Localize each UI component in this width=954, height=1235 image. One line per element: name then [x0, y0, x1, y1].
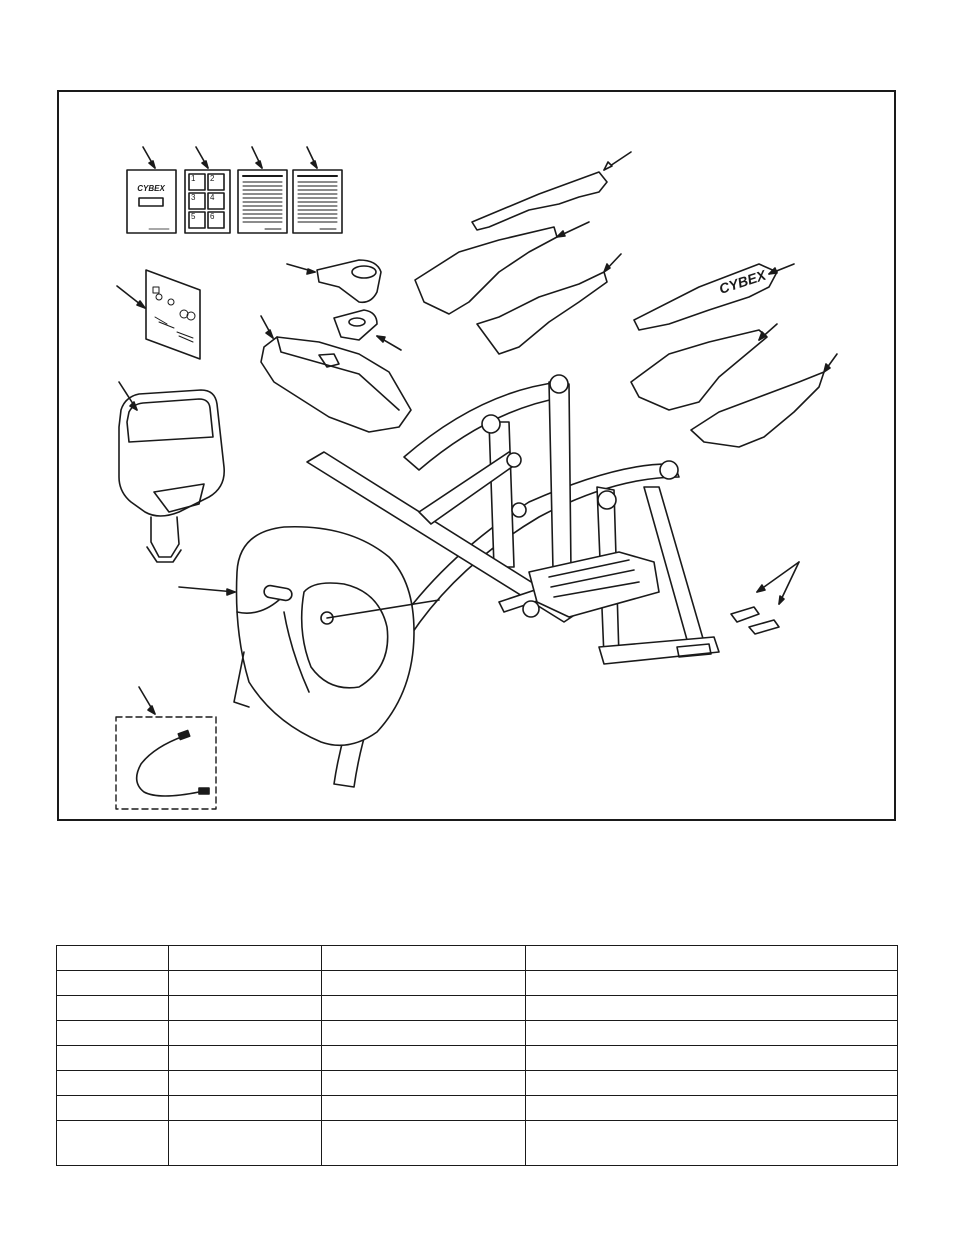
table-cell — [525, 970, 898, 996]
table-cell — [525, 1045, 898, 1071]
manual-card-logo: CYBEX — [126, 146, 177, 234]
card-number-4: 4 — [210, 193, 215, 202]
table-cell — [56, 995, 169, 1021]
table-cell — [168, 1020, 322, 1046]
table-cell — [321, 1020, 526, 1046]
table-cell — [321, 1095, 526, 1121]
card-number-2: 2 — [210, 174, 215, 183]
decal-sheet — [116, 269, 201, 360]
table-cell — [525, 1120, 898, 1166]
table-cell — [168, 995, 322, 1021]
accessory-tray-top — [286, 259, 382, 304]
table-cell — [321, 1120, 526, 1166]
table-cell — [168, 970, 322, 996]
accessory-tray-bottom — [333, 309, 402, 351]
table-row — [56, 1120, 898, 1166]
table-cell — [321, 1070, 526, 1096]
flywheel-housing — [233, 525, 440, 747]
table-cell — [525, 995, 898, 1021]
table-cell — [56, 1070, 169, 1096]
table-row — [56, 1095, 898, 1121]
right-side-cover-rear — [690, 353, 838, 448]
left-side-cover-rear — [476, 253, 622, 355]
table-header-row — [56, 945, 898, 971]
table-row — [56, 970, 898, 996]
table-cell — [525, 1070, 898, 1096]
exploded-parts-figure: CYBEX 1 2 3 4 5 6 — [57, 90, 896, 821]
card-number-1: 1 — [191, 174, 196, 183]
table-header-cell — [56, 945, 169, 971]
table-header-cell — [168, 945, 322, 971]
card-number-5: 5 — [191, 212, 196, 221]
table-row — [56, 1070, 898, 1096]
table-row — [56, 995, 898, 1021]
card-number-6: 6 — [210, 212, 215, 221]
foot-pads — [730, 561, 800, 635]
text-document-card-2 — [292, 146, 343, 234]
power-cord-box — [115, 686, 217, 810]
table-cell — [56, 1045, 169, 1071]
table-cell — [168, 1045, 322, 1071]
table-cell — [56, 1020, 169, 1046]
pedal-platform — [528, 551, 660, 618]
text-document-card-1 — [237, 146, 288, 234]
table-cell — [525, 1020, 898, 1046]
table-cell — [168, 1070, 322, 1096]
front-shroud — [260, 315, 412, 433]
table-cell — [321, 995, 526, 1021]
parts-table — [56, 945, 898, 1166]
card-logo-text: CYBEX — [137, 184, 165, 193]
table-header-cell — [525, 945, 898, 971]
display-console — [118, 381, 226, 563]
table-row — [56, 1020, 898, 1046]
card-number-3: 3 — [191, 193, 196, 202]
parts-illustration: CYBEX 1 2 3 4 5 6 — [115, 146, 838, 810]
table-cell — [56, 1120, 169, 1166]
numbered-steps-card: 1 2 3 4 5 6 — [184, 146, 231, 234]
left-side-cover-front — [414, 221, 590, 315]
table-cell — [56, 1095, 169, 1121]
table-header-cell — [321, 945, 526, 971]
table-cell — [525, 1095, 898, 1121]
table-cell — [321, 1045, 526, 1071]
table-row — [56, 1045, 898, 1071]
table-cell — [56, 970, 169, 996]
table-cell — [168, 1120, 322, 1166]
upper-arm-cover — [471, 151, 632, 231]
branded-arm-cover: CYBEX — [633, 263, 795, 331]
table-cell — [168, 1095, 322, 1121]
right-side-cover-front — [630, 323, 778, 411]
table-cell — [321, 970, 526, 996]
